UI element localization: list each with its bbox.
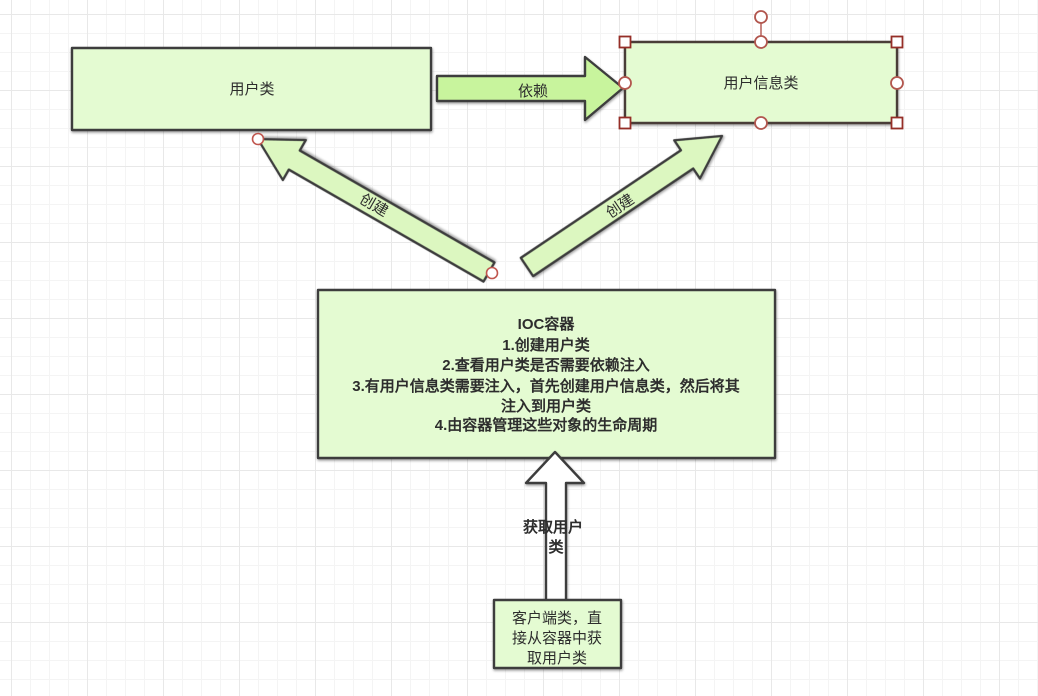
selection-handles [618,10,904,130]
node-user-info-class-label: 用户信息类 [723,75,798,92]
ioc-line: 注入到用户类 [501,397,592,415]
edge-create-right-arrow[interactable] [514,117,735,286]
edge-endpoint-circle[interactable] [485,266,499,280]
edge-get-user-label-line2: 类 [548,538,564,556]
rotate-handle[interactable] [754,10,768,24]
selection-handle-w[interactable] [618,76,632,90]
edge-get-user-label-line1: 获取用户 [523,518,583,536]
selection-handle-e[interactable] [890,76,904,90]
selection-handle-nw[interactable] [618,35,632,49]
ioc-line: 2.查看用户类是否需要依赖注入 [442,356,650,374]
ioc-line: 1.创建用户类 [502,336,591,354]
node-user-class-label: 用户类 [229,81,274,98]
selection-handle-se[interactable] [890,116,904,130]
client-class-line: 客户端类，直 [512,610,602,627]
node-ioc-container[interactable] [316,288,777,460]
node-client-class[interactable] [492,598,623,670]
edge-depends-label: 依赖 [518,83,548,100]
selection-handle-ne[interactable] [890,35,904,49]
selection-handle-n[interactable] [754,35,768,49]
edge-endpoint-circle[interactable] [251,132,265,146]
client-class-line: 取用户类 [527,650,587,667]
selection-handle-s[interactable] [754,116,768,130]
ioc-line: 3.有用户信息类需要注入，首先创建用户信息类，然后将其 [352,377,740,395]
ioc-line: 4.由容器管理这些对象的生命周期 [435,416,658,434]
edge-create-left-arrow[interactable] [246,119,500,292]
client-class-line: 接从容器中获 [512,630,602,647]
selection-handle-sw[interactable] [618,116,632,130]
node-user-info-class[interactable] [623,40,899,125]
ioc-title: IOC容器 [518,315,576,333]
edge-depends-arrow[interactable] [435,55,625,122]
node-user-class[interactable] [70,46,433,132]
edge-get-user-arrow[interactable] [524,450,586,603]
